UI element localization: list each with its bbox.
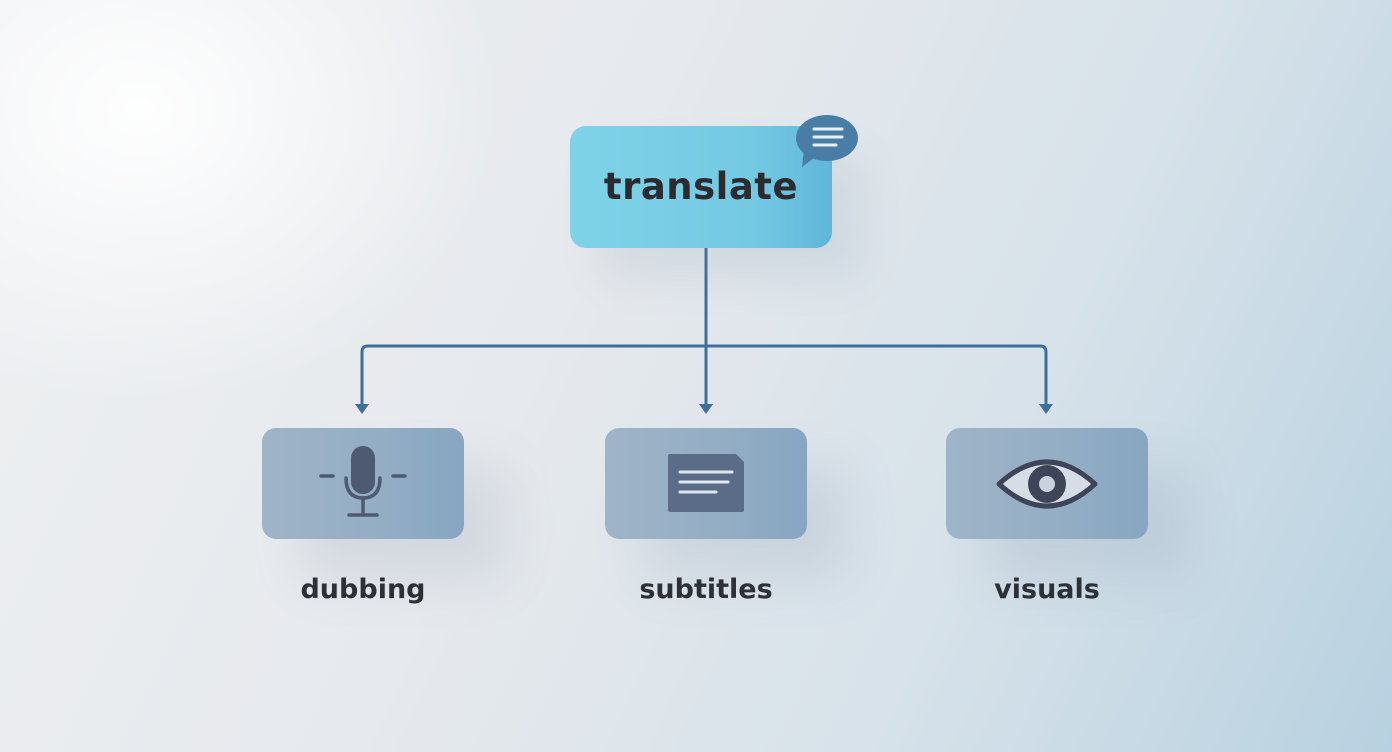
root-node-translate: translate — [570, 126, 832, 248]
subtitles-document-icon — [668, 453, 744, 512]
child-node-subtitles — [605, 428, 807, 539]
child-label-dubbing: dubbing — [300, 574, 426, 605]
child-label-visuals: visuals — [994, 574, 1100, 605]
child-label-subtitles: subtitles — [639, 574, 773, 605]
root-label: translate — [603, 164, 799, 208]
chat-bubble-icon — [796, 115, 858, 167]
eye-icon — [996, 459, 1098, 508]
child-node-dubbing — [262, 428, 464, 539]
microphone-icon — [319, 445, 407, 517]
child-node-visuals — [946, 428, 1148, 539]
